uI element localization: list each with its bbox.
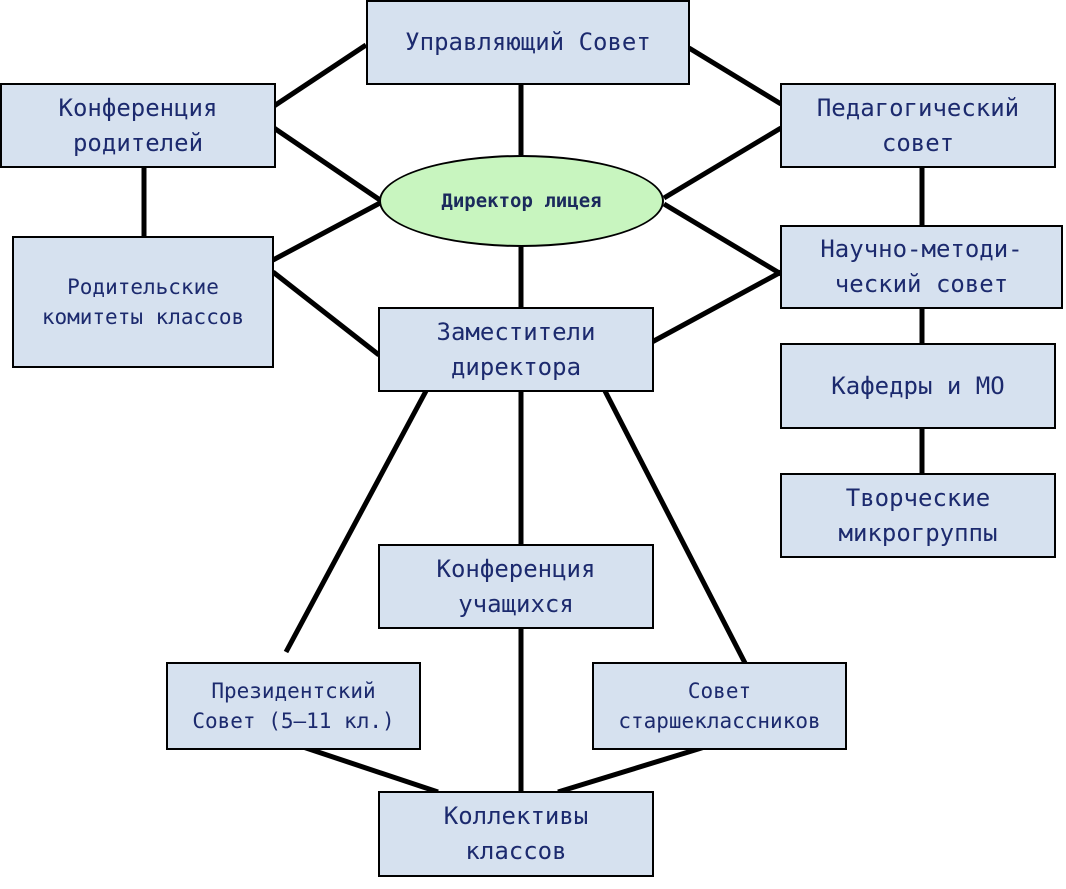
- pedagogical-council-label-1: Педагогический: [816, 93, 1020, 122]
- creative-groups-label-2: микрогруппы: [838, 518, 998, 547]
- connector-presidential-collectives: [299, 743, 439, 795]
- connector-methodical-deputies: [650, 269, 783, 345]
- creative-groups-box: Творческие микрогруппы: [780, 473, 1056, 558]
- departments-box: Кафедры и МО: [780, 343, 1056, 429]
- connector-methodical-director: [662, 201, 783, 277]
- parents-conference-box: Конференция родителей: [0, 83, 276, 168]
- students-conference-box: Конференция учащихся: [378, 544, 654, 629]
- parents-committees-box: Родительские комитеты классов: [12, 236, 274, 368]
- connector-council-pedagogical: [687, 45, 783, 107]
- connector-committees-director: [271, 200, 382, 263]
- seniors-council-label-1: Совет: [687, 679, 752, 703]
- methodical-council-label-2: ческий совет: [834, 270, 1009, 298]
- governing-council-box: Управляющий Совет: [366, 0, 690, 85]
- students-conference-label-2: учащихся: [458, 589, 574, 618]
- connector-committees-deputies: [271, 270, 381, 357]
- seniors-council-box: Совет старшеклассников: [592, 662, 847, 750]
- class-collectives-label-2: классов: [465, 837, 567, 865]
- presidential-council-box: Президентский Совет (5–11 кл.): [166, 662, 421, 750]
- connector-parents-director: [272, 125, 382, 203]
- connector-deputies-presidential: [283, 389, 429, 654]
- methodical-council-box: Научно-методи- ческий совет: [780, 225, 1063, 309]
- seniors-council-label-2: старшеклассников: [618, 709, 821, 733]
- parents-committees-label-1: Родительские: [67, 275, 219, 299]
- governing-council-label: Управляющий Совет: [405, 28, 651, 56]
- parents-conference-label-2: родителей: [72, 128, 204, 157]
- connector-pedagogical-director: [662, 125, 783, 201]
- class-collectives-label-1: Коллективы: [443, 802, 589, 830]
- presidential-council-label-1: Президентский: [211, 679, 376, 703]
- pedagogical-council-label-2: совет: [881, 128, 955, 157]
- deputies-box: Заместители директора: [378, 307, 654, 392]
- methodical-council-label-1: Научно-методи-: [820, 235, 1023, 263]
- deputies-label-2: директора: [450, 352, 582, 381]
- parents-conference-label-1: Конференция: [58, 93, 218, 122]
- class-collectives-box: Коллективы классов: [378, 791, 654, 877]
- director-oval: Директор лицея: [379, 155, 664, 247]
- pedagogical-council-box: Педагогический совет: [780, 83, 1056, 168]
- departments-label: Кафедры и МО: [831, 371, 1005, 400]
- students-conference-label-1: Конференция: [436, 554, 596, 583]
- director-label: Директор лицея: [441, 190, 602, 212]
- creative-groups-label-1: Творческие: [845, 483, 991, 512]
- deputies-label-1: Заместители: [436, 317, 596, 346]
- connector-deputies-seniors: [602, 389, 748, 665]
- connector-council-parents: [272, 42, 368, 109]
- parents-committees-label-2: комитеты классов: [41, 305, 245, 329]
- presidential-council-label-2: Совет (5–11 кл.): [192, 709, 395, 733]
- connector-seniors-collectives: [557, 743, 709, 795]
